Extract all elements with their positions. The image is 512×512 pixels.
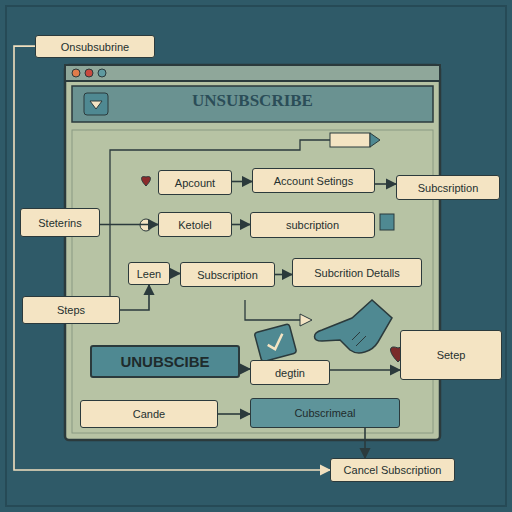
box-label: Setep	[437, 349, 466, 361]
flow-wire	[245, 300, 300, 320]
process-box: Subcrition Detalls	[292, 258, 422, 287]
window-panel	[65, 65, 440, 440]
box-label: Apcount	[175, 177, 215, 189]
header-icon-mark	[90, 101, 102, 109]
box-label: Leen	[137, 268, 161, 280]
header-icon	[84, 93, 108, 115]
process-box: Leen	[128, 262, 170, 285]
box-label: Cancel Subscription	[344, 464, 442, 476]
window-dot	[72, 69, 80, 77]
process-box: degtin	[250, 360, 330, 385]
doc-icon	[380, 214, 394, 230]
flow-arrow	[375, 183, 396, 185]
flow-arrow	[120, 285, 149, 310]
process-box: subcription	[250, 212, 375, 238]
heart-icon	[142, 177, 151, 186]
process-box: Cande	[80, 400, 218, 428]
pencil-icon	[330, 133, 370, 147]
flow-arrow	[275, 274, 292, 276]
content-frame	[72, 130, 433, 433]
flow-arrow	[100, 224, 158, 226]
window-dot	[85, 69, 93, 77]
side-box: Steps	[22, 296, 120, 324]
process-box: Cancel Subscription	[330, 458, 455, 482]
side-box: Setep	[400, 330, 502, 380]
card-illustration	[254, 324, 297, 362]
window-panel: UNSUBSCRIBE Apcount Account SetingsKetolel…	[65, 65, 440, 440]
box-label: Cubscrimeal	[294, 407, 355, 419]
flow-arrow	[364, 428, 366, 458]
button-box: Cubscrimeal	[250, 398, 400, 428]
flow-arrow	[232, 181, 252, 183]
box-label: Subscription	[197, 269, 258, 281]
button-box: UNUBSCIBE	[90, 345, 240, 378]
box-label: Subcrition Detalls	[314, 267, 400, 279]
flow-arrow	[218, 413, 250, 415]
box-label: subcription	[286, 219, 339, 231]
box-label: Onsubsubrine	[61, 41, 130, 53]
pointing-hand	[315, 300, 393, 353]
frame	[6, 6, 506, 506]
process-box: Subscription	[180, 262, 275, 287]
box-label: degtin	[275, 367, 305, 379]
box-label: Account Setings	[274, 175, 354, 187]
flow-arrow	[330, 369, 400, 371]
process-box: Ketolel	[158, 212, 232, 237]
side-box: Steterins	[20, 208, 100, 237]
process-box: Account Setings	[252, 168, 375, 193]
title-bar	[65, 65, 440, 81]
box-label: Steps	[57, 304, 85, 316]
pencil-tip	[370, 133, 380, 147]
box-label: Cande	[133, 408, 165, 420]
window-dot	[98, 69, 106, 77]
flow-arrow	[232, 224, 250, 226]
box-label: Ketolel	[178, 219, 212, 231]
flow-arrow	[170, 273, 180, 275]
flow-arrowhead	[300, 314, 312, 326]
tag-box: Onsubsubrine	[35, 35, 155, 58]
box-label: Steterins	[38, 217, 81, 229]
box-label: UNUBSCIBE	[120, 353, 209, 370]
process-box: Apcount	[158, 170, 232, 195]
box-label: Subcsription	[418, 182, 479, 194]
flow-arrow	[240, 368, 250, 370]
process-box: Subcsription	[396, 175, 500, 200]
box-label: UNSUBSCRIBE	[65, 91, 440, 111]
